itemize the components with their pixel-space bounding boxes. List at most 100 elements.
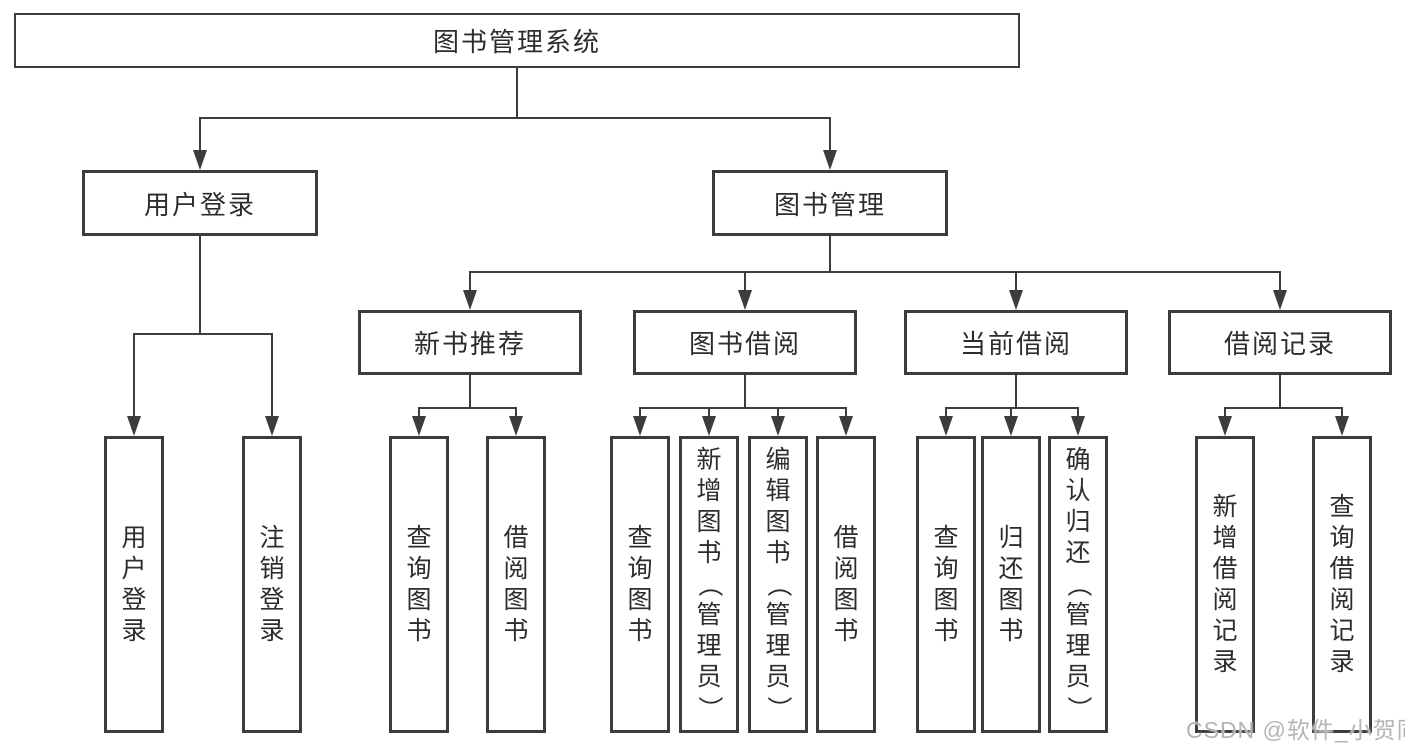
leaf-label-char: 员 (696, 663, 722, 691)
arrow-down-icon (1335, 416, 1349, 436)
leaf-label-char: 新 (696, 446, 722, 474)
leaf-label: 注销登录 (245, 523, 299, 647)
leaf-label-char: 归 (998, 523, 1024, 552)
leaf-label-char: 查 (933, 523, 959, 552)
leaf-label-char: 确 (1065, 446, 1091, 474)
connector-line (1015, 374, 1017, 408)
connector-line (418, 407, 517, 409)
arrow-down-icon (1273, 290, 1287, 310)
connector-line (133, 333, 273, 335)
connector-line (1224, 408, 1226, 422)
arrow-down-icon (839, 416, 853, 436)
leaf-label-char: 查 (1329, 492, 1355, 521)
leaf-logout: 注销登录 (242, 436, 302, 733)
connector-line (1341, 408, 1343, 422)
leaf-label-char: 图 (627, 585, 653, 614)
leaf-user-login: 用户登录 (104, 436, 164, 733)
connector-line (1279, 272, 1281, 296)
leaf-label-char: 查 (406, 523, 432, 552)
leaf-label: 归还图书 (984, 523, 1038, 647)
connector-line (744, 272, 746, 296)
leaf-label-char: 书 (627, 616, 653, 645)
leaf-confirm-return-admin: 确认归还（管理员） (1048, 436, 1108, 733)
leaf-label-char: 用 (121, 523, 147, 552)
leaf-label-char: 理 (765, 632, 791, 660)
leaf-label-char: 记 (1329, 616, 1355, 645)
leaf-label-char: 询 (933, 554, 959, 583)
leaf-label-char: 录 (259, 616, 285, 645)
node-label: 当前借阅 (959, 329, 1072, 359)
arrow-down-icon (127, 416, 141, 436)
leaf-label-char: 录 (1329, 647, 1355, 676)
connector-line (418, 408, 420, 422)
arrow-down-icon (1218, 416, 1232, 436)
leaf-edit-books-admin: 编辑图书（管理员） (748, 436, 808, 733)
leaf-borrow-books: 借阅图书 (816, 436, 876, 733)
leaf-label: 新增图书（管理员） (682, 445, 736, 724)
arrow-down-icon (193, 150, 207, 170)
leaf-label-char: 阅 (1329, 585, 1355, 614)
node-book-borrowing: 图书借阅 (633, 310, 857, 375)
leaf-label-char: 户 (121, 554, 147, 583)
leaf-label-char: ） (764, 695, 793, 721)
connector-line (1279, 374, 1281, 408)
connector-line (199, 118, 201, 156)
leaf-label-char: 书 (503, 616, 529, 645)
connector-line (1010, 408, 1012, 422)
leaf-label-char: 辑 (765, 477, 791, 505)
node-library-management-system: 图书管理系统 (14, 13, 1020, 68)
leaf-label-char: 登 (259, 585, 285, 614)
leaf-borrow-books-recommend: 借阅图书 (486, 436, 546, 733)
leaf-label-char: ） (695, 695, 724, 721)
leaf-label-char: 借 (1212, 554, 1238, 583)
connector-line (639, 407, 847, 409)
leaf-label-char: 书 (833, 616, 859, 645)
leaf-query-books-recommend: 查询图书 (389, 436, 449, 733)
connector-line (744, 374, 746, 408)
connector-line (1015, 272, 1017, 296)
arrow-down-icon (412, 416, 426, 436)
node-label: 新书推荐 (413, 329, 526, 359)
leaf-label: 查询图书 (919, 523, 973, 647)
leaf-label-char: 员 (1065, 663, 1091, 691)
connector-line (199, 235, 201, 334)
leaf-label-char: 理 (696, 632, 722, 660)
leaf-label-char: 借 (503, 523, 529, 552)
leaf-label-char: 管 (765, 601, 791, 629)
connector-line (777, 408, 779, 422)
leaf-label: 借阅图书 (489, 523, 543, 647)
leaf-label-char: 员 (765, 663, 791, 691)
leaf-label-char: 书 (696, 539, 722, 567)
connector-line (639, 408, 641, 422)
leaf-label-char: 录 (1212, 647, 1238, 676)
leaf-query-books-current: 查询图书 (916, 436, 976, 733)
leaf-label-char: 询 (1329, 523, 1355, 552)
connector-line (1224, 407, 1343, 409)
leaf-label-char: 销 (259, 554, 285, 583)
node-borrowing-records: 借阅记录 (1168, 310, 1392, 375)
arrow-down-icon (265, 416, 279, 436)
node-label: 借阅记录 (1223, 329, 1336, 359)
connector-line (199, 117, 831, 119)
connector-line (133, 334, 135, 422)
leaf-label: 新增借阅记录 (1198, 492, 1252, 678)
connector-line (469, 272, 471, 296)
connector-line (1077, 408, 1079, 422)
leaf-label: 查询图书 (392, 523, 446, 647)
leaf-label-char: 图 (833, 585, 859, 614)
connector-line (945, 407, 1079, 409)
leaf-query-books-borrowing: 查询图书 (610, 436, 670, 733)
node-label: 用户登录 (143, 189, 256, 220)
leaf-label-char: 记 (1212, 616, 1238, 645)
leaf-label-char: 还 (998, 554, 1024, 583)
leaf-label-char: 图 (503, 585, 529, 614)
connector-line (829, 118, 831, 156)
node-label: 图书借阅 (688, 329, 801, 359)
leaf-label-char: 书 (406, 616, 432, 645)
arrow-down-icon (1004, 416, 1018, 436)
arrow-down-icon (633, 416, 647, 436)
leaf-label-char: 编 (765, 446, 791, 474)
leaf-label-char: 借 (1329, 554, 1355, 583)
csdn-watermark: CSDN @软件_小贺同学 (1186, 717, 1405, 743)
leaf-label-char: 书 (933, 616, 959, 645)
